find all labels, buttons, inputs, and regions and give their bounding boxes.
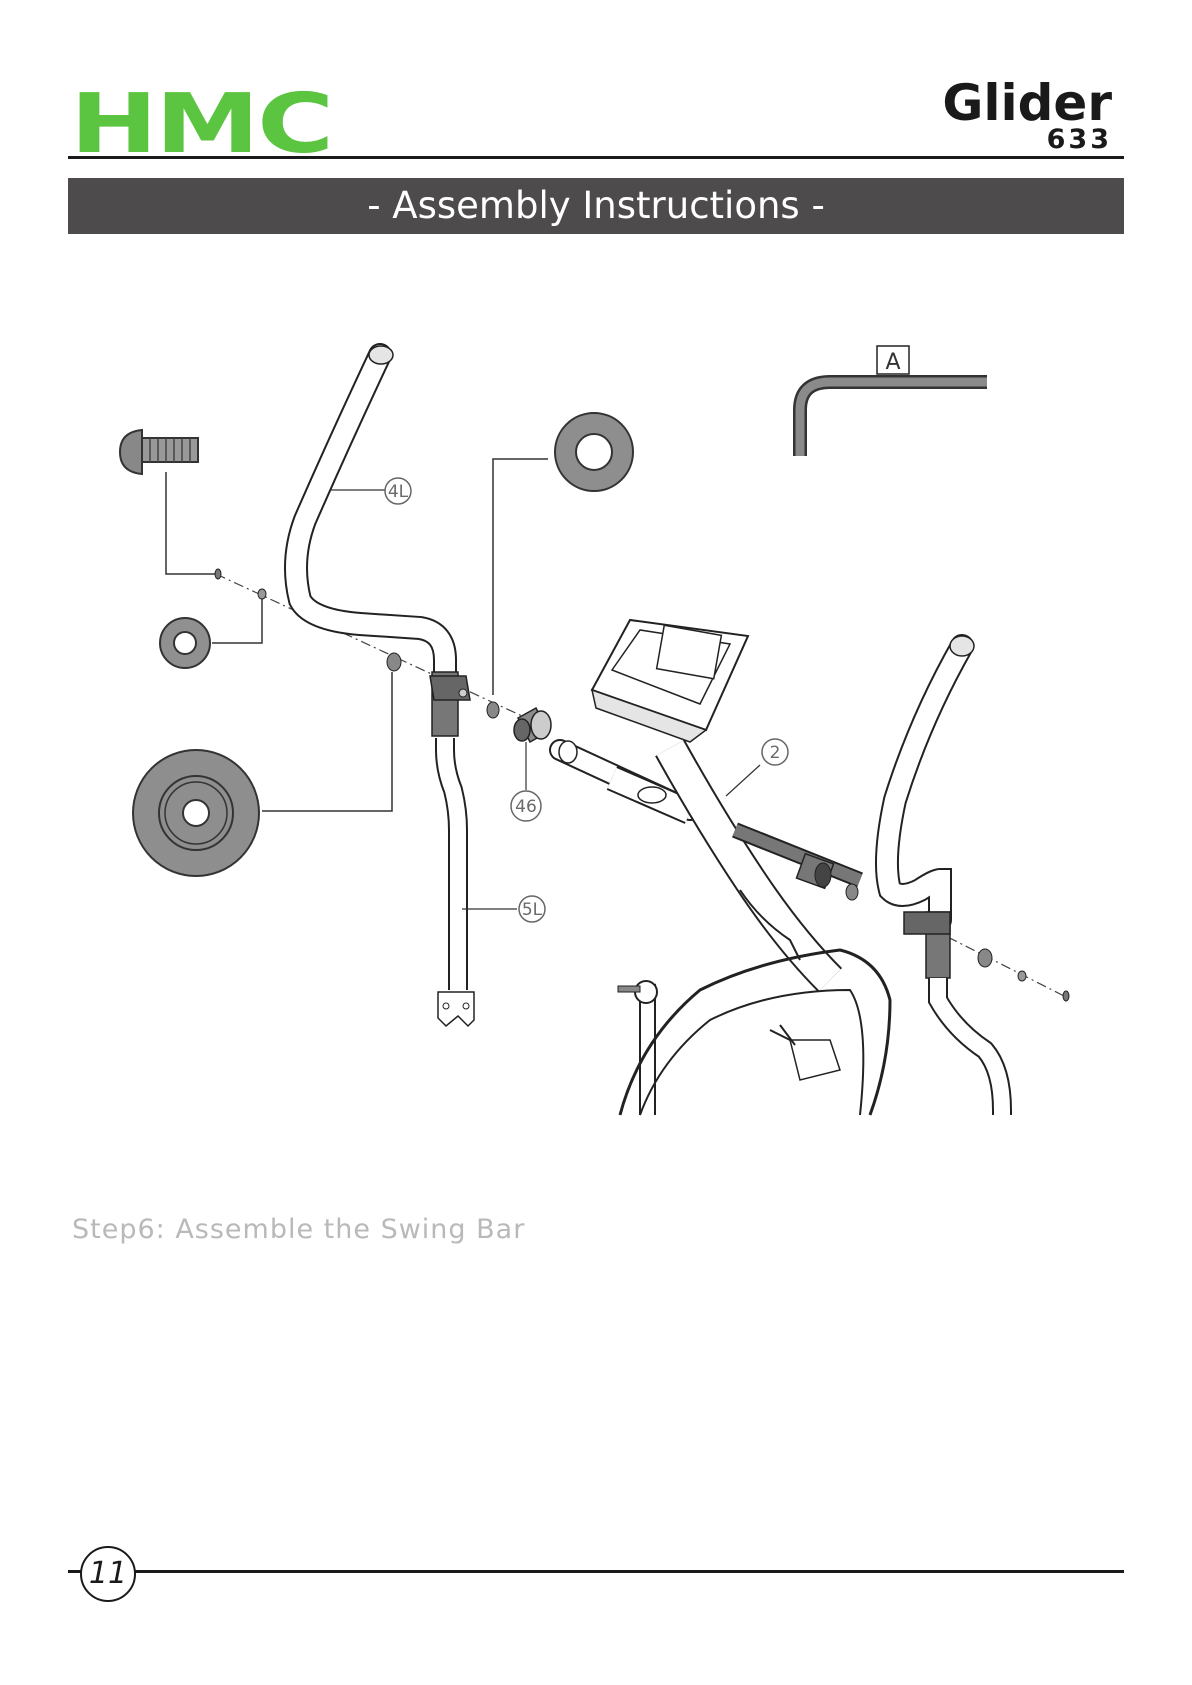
step-title: Step6: Assemble the Swing Bar (72, 1214, 525, 1245)
lower-swing-arm (438, 738, 474, 1026)
tool-label: A (885, 350, 900, 375)
callout-bushing: 46 (515, 797, 537, 817)
right-swing-arm (887, 636, 1002, 1115)
footer-divider (104, 1570, 1124, 1573)
page-number: 11 (80, 1546, 136, 1602)
bolt-icon (120, 430, 198, 474)
callout-lower-arm: 5L (522, 900, 543, 920)
callout-upper-arm: 4L (388, 482, 409, 502)
washer-small-icon (160, 618, 210, 668)
bushing-icon (514, 708, 551, 742)
end-cap-washer-icon (133, 750, 259, 876)
washer-large-icon (555, 413, 633, 491)
main-frame (559, 620, 890, 1115)
upper-swing-arm (296, 346, 470, 736)
callout-main-frame: 2 (770, 743, 781, 763)
allen-key-icon (800, 382, 987, 456)
